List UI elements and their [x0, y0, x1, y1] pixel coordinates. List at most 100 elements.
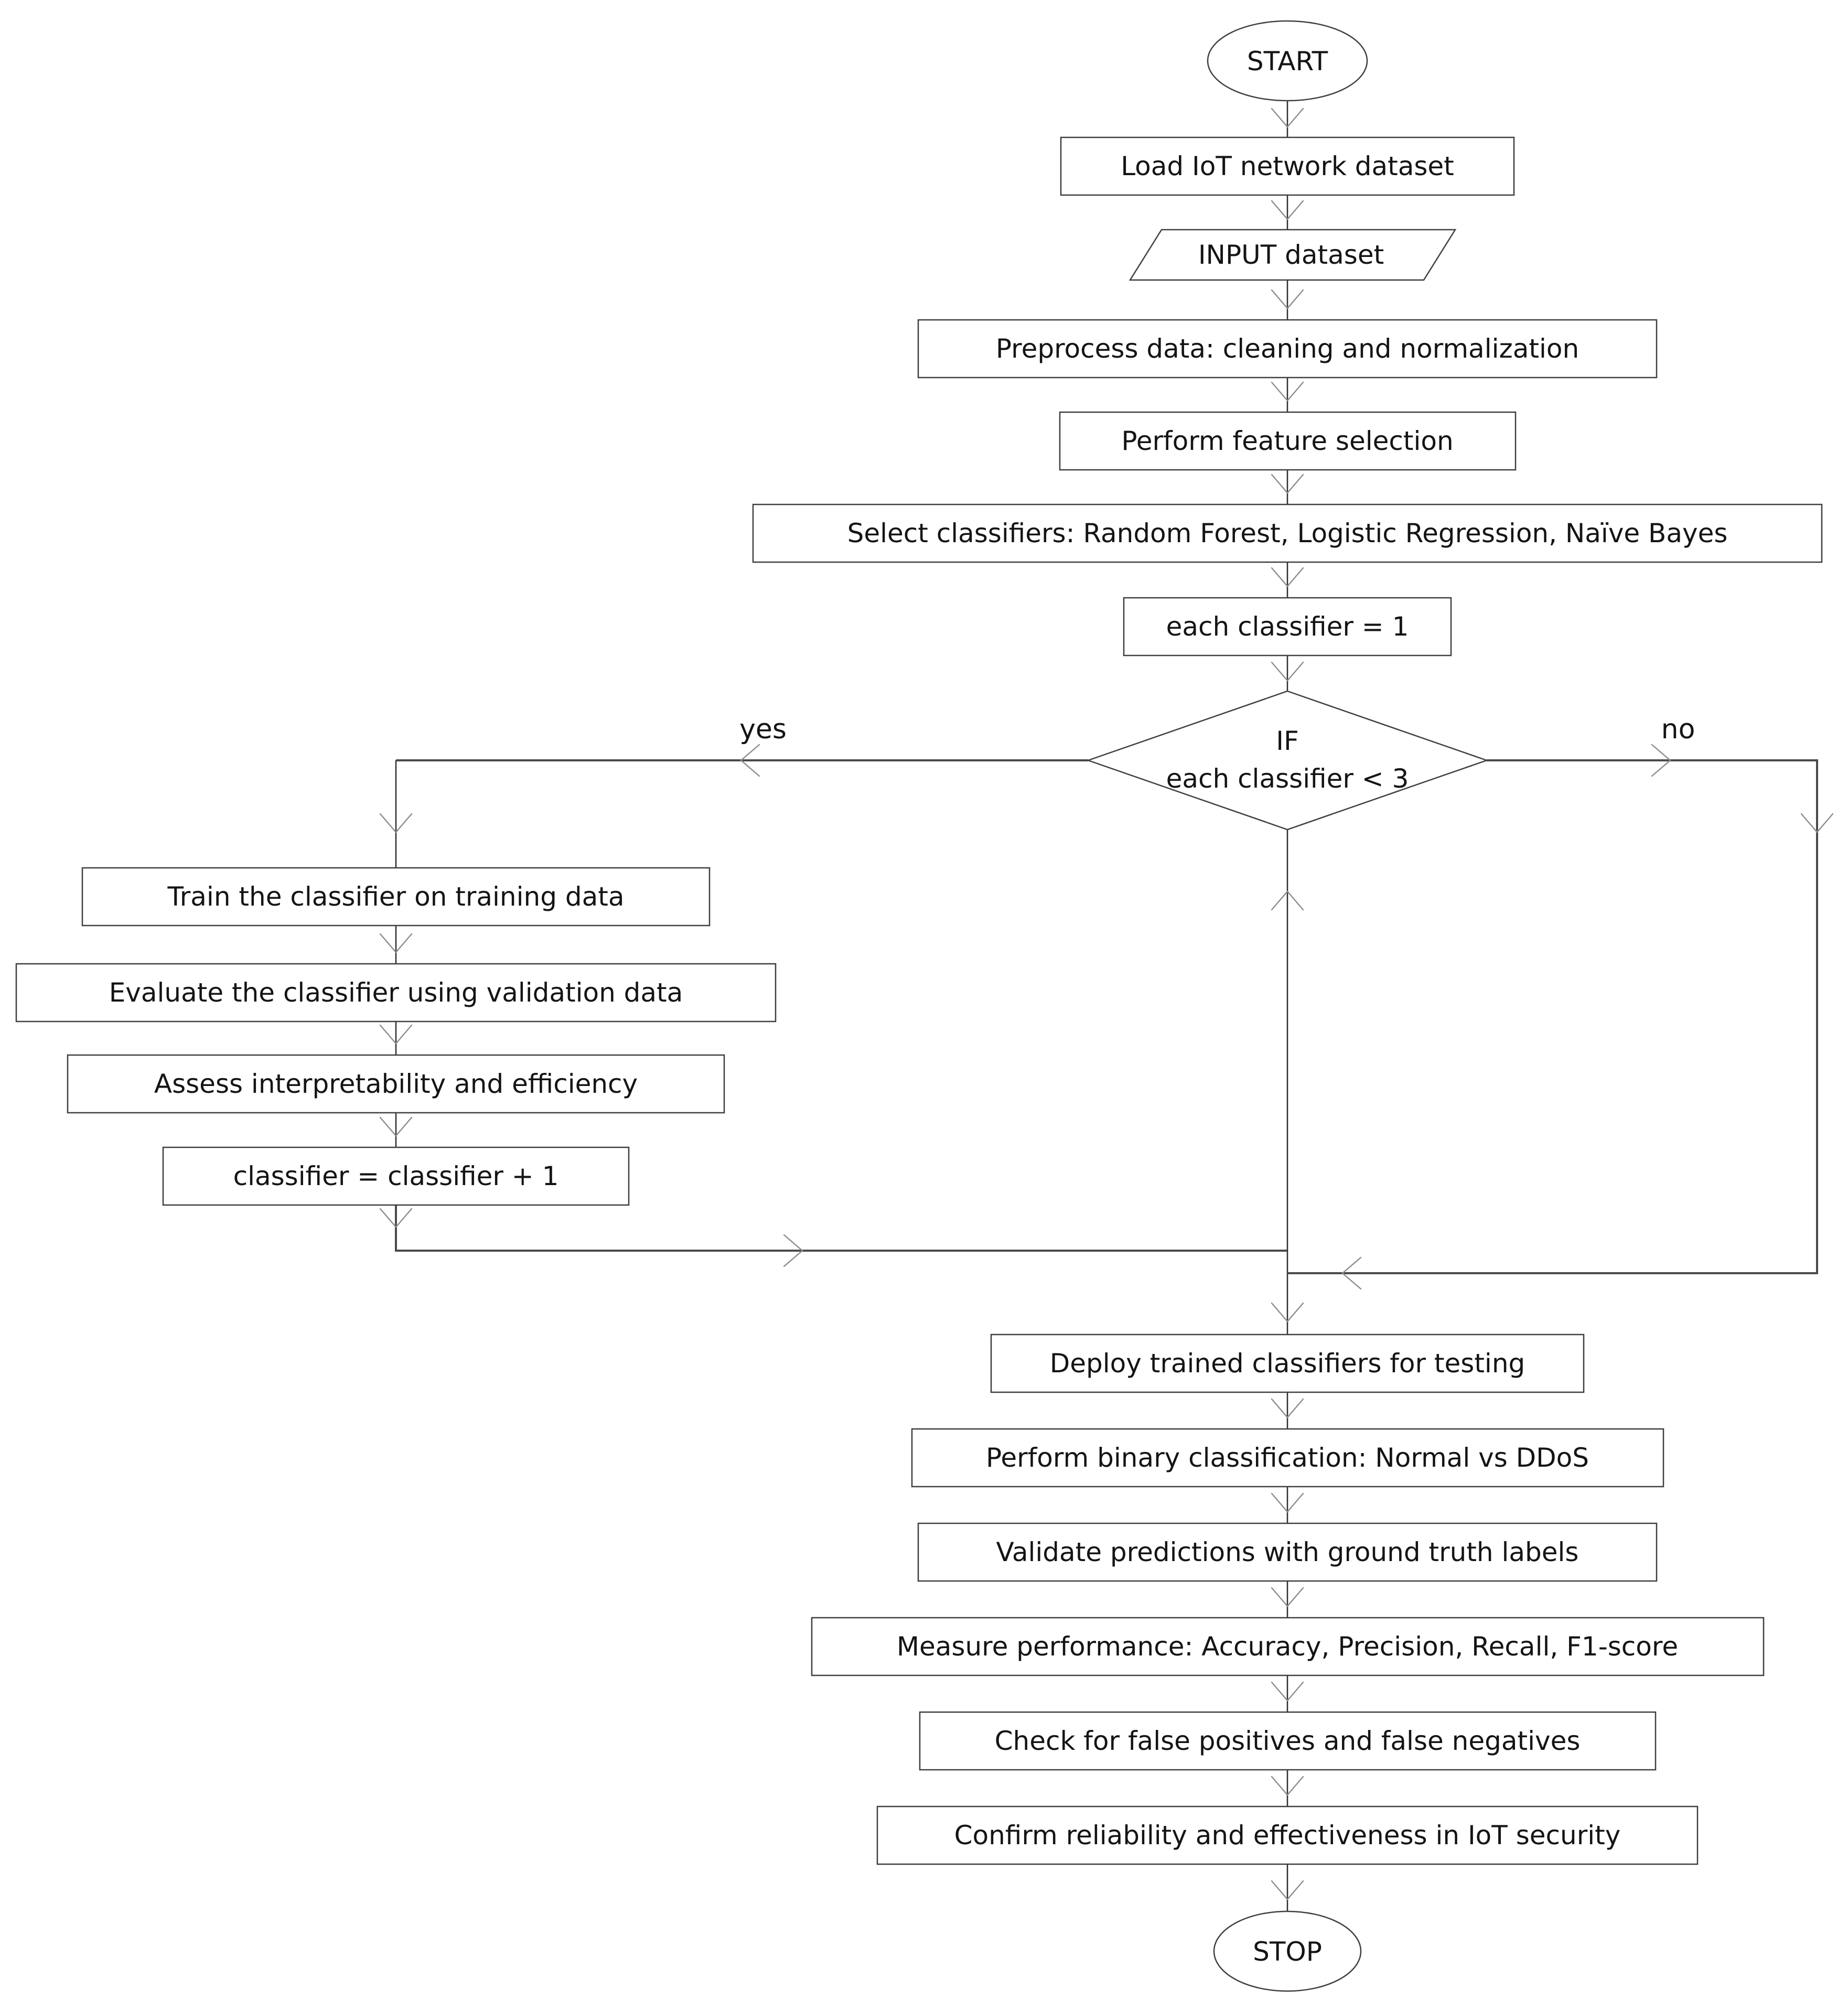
evaluate-process-shape — [15, 963, 777, 1023]
node-measure: Measure performance: Accuracy, Precision… — [811, 1617, 1765, 1676]
connectors: yes — [379, 101, 1834, 1911]
decision-label-line2: each classifier < 3 — [1166, 763, 1409, 794]
arrow-measure-to-check — [1271, 1675, 1304, 1712]
arrowhead-down-icon — [379, 1116, 413, 1137]
node-start: START — [1207, 20, 1368, 102]
arrowhead-down-icon — [1271, 1302, 1304, 1322]
arrowhead-down-icon — [379, 1024, 413, 1045]
assess-process-shape — [67, 1054, 725, 1114]
node-assess: Assess interpretability and efficiency — [67, 1054, 725, 1114]
edge-center-vertical — [1271, 830, 1304, 1335]
increment-label: classifier = classifier + 1 — [233, 1161, 559, 1191]
arrowhead-down-icon — [1271, 107, 1304, 128]
no-label: no — [1661, 714, 1695, 745]
arrowhead-down-icon — [1271, 1776, 1304, 1796]
arrowhead-down-icon — [1271, 200, 1304, 220]
init-label: each classifier = 1 — [1166, 611, 1409, 642]
feature-process-shape — [1059, 411, 1517, 471]
node-load: Load IoT network dataset — [1060, 136, 1515, 196]
check-process-shape — [919, 1711, 1657, 1771]
arrowhead-left-icon — [1341, 1256, 1362, 1290]
arrowhead-down-icon — [1271, 1398, 1304, 1418]
arrowhead-down-icon — [379, 813, 413, 833]
edge-line — [395, 1205, 1287, 1252]
node-check: Check for false positives and false nega… — [919, 1711, 1657, 1771]
node-init: each classifier = 1 — [1123, 597, 1452, 657]
node-increment: classifier = classifier + 1 — [162, 1146, 630, 1206]
arrowhead-down-icon — [1800, 813, 1834, 833]
increment-process-shape — [162, 1146, 630, 1206]
confirm-label: Confirm reliability and effectiveness in… — [954, 1820, 1621, 1851]
decision-diamond-shape — [1086, 690, 1489, 831]
start-label: START — [1247, 46, 1328, 77]
arrowhead-down-icon — [1271, 474, 1304, 494]
arrow-start-to-load — [1271, 101, 1304, 137]
arrow-evaluate-to-assess — [379, 1021, 413, 1055]
node-decision: IF each classifier < 3 — [1086, 690, 1489, 831]
binary-label: Perform binary classification: Normal vs… — [986, 1443, 1589, 1473]
arrowhead-down-icon — [1271, 381, 1304, 402]
arrowhead-up-icon — [1271, 890, 1304, 911]
yes-label: yes — [739, 714, 787, 745]
arrowhead-left-icon — [740, 744, 760, 777]
edge-yes-branch: yes — [379, 714, 1088, 868]
stop-label: STOP — [1253, 1937, 1322, 1967]
node-preprocess: Preprocess data: cleaning and normalizat… — [917, 319, 1658, 379]
edge-loop-back — [379, 1205, 1287, 1267]
arrow-select-to-init — [1271, 562, 1304, 598]
arrowhead-down-icon — [379, 933, 413, 953]
arrowhead-down-icon — [1271, 661, 1304, 682]
confirm-process-shape — [876, 1805, 1699, 1865]
arrow-confirm-to-stop — [1271, 1864, 1304, 1911]
arrow-validate-to-measure — [1271, 1581, 1304, 1618]
arrow-input-to-preprocess — [1271, 280, 1304, 320]
binary-process-shape — [911, 1428, 1664, 1488]
select-process-shape — [752, 503, 1823, 563]
check-label: Check for false positives and false nega… — [995, 1726, 1581, 1756]
validate-label: Validate predictions with ground truth l… — [996, 1537, 1579, 1567]
decision-label-line1: IF — [1276, 726, 1299, 756]
assess-label: Assess interpretability and efficiency — [154, 1069, 638, 1099]
node-deploy: Deploy trained classifiers for testing — [990, 1334, 1585, 1393]
arrow-load-to-input — [1271, 195, 1304, 230]
feature-label: Perform feature selection — [1121, 426, 1453, 456]
arrow-binary-to-validate — [1271, 1487, 1304, 1523]
stop-terminator-shape — [1213, 1910, 1362, 1992]
input-data-parallelogram — [1129, 229, 1457, 281]
arrowhead-down-icon — [1271, 1880, 1304, 1900]
arrow-train-to-evaluate — [379, 926, 413, 964]
arrow-check-to-confirm — [1271, 1770, 1304, 1806]
arrow-assess-to-increment — [379, 1113, 413, 1147]
node-confirm: Confirm reliability and effectiveness in… — [876, 1805, 1699, 1865]
arrow-deploy-to-binary — [1271, 1392, 1304, 1429]
arrowhead-down-icon — [1271, 567, 1304, 587]
edge-no-branch: no — [1287, 714, 1834, 1290]
preprocess-process-shape — [917, 319, 1658, 379]
arrowhead-down-icon — [1271, 1681, 1304, 1702]
nodes: START Load IoT network dataset INPUT dat… — [15, 20, 1823, 1992]
node-evaluate: Evaluate the classifier using validation… — [15, 963, 777, 1023]
start-terminator-shape — [1207, 20, 1368, 102]
train-label: Train the classifier on training data — [167, 881, 625, 912]
arrow-feature-to-select — [1271, 470, 1304, 504]
evaluate-label: Evaluate the classifier using validation… — [109, 977, 683, 1008]
load-label: Load IoT network dataset — [1121, 151, 1454, 181]
node-binary: Perform binary classification: Normal vs… — [911, 1428, 1664, 1488]
arrowhead-right-icon — [1651, 744, 1671, 777]
node-train: Train the classifier on training data — [81, 867, 711, 927]
node-validate: Validate predictions with ground truth l… — [917, 1522, 1658, 1582]
edge-line — [1287, 759, 1818, 1274]
preprocess-label: Preprocess data: cleaning and normalizat… — [996, 334, 1579, 364]
arrow-preprocess-to-feature — [1271, 378, 1304, 412]
input-label: INPUT dataset — [1198, 240, 1384, 270]
node-input: INPUT dataset — [1129, 229, 1457, 281]
select-label: Select classifiers: Random Forest, Logis… — [847, 518, 1728, 549]
measure-label: Measure performance: Accuracy, Precision… — [897, 1631, 1678, 1662]
arrowhead-right-icon — [783, 1234, 803, 1267]
deploy-process-shape — [990, 1334, 1585, 1393]
arrowhead-down-icon — [379, 1208, 413, 1228]
arrowhead-down-icon — [1271, 289, 1304, 309]
arrowhead-down-icon — [1271, 1492, 1304, 1513]
train-process-shape — [81, 867, 711, 927]
